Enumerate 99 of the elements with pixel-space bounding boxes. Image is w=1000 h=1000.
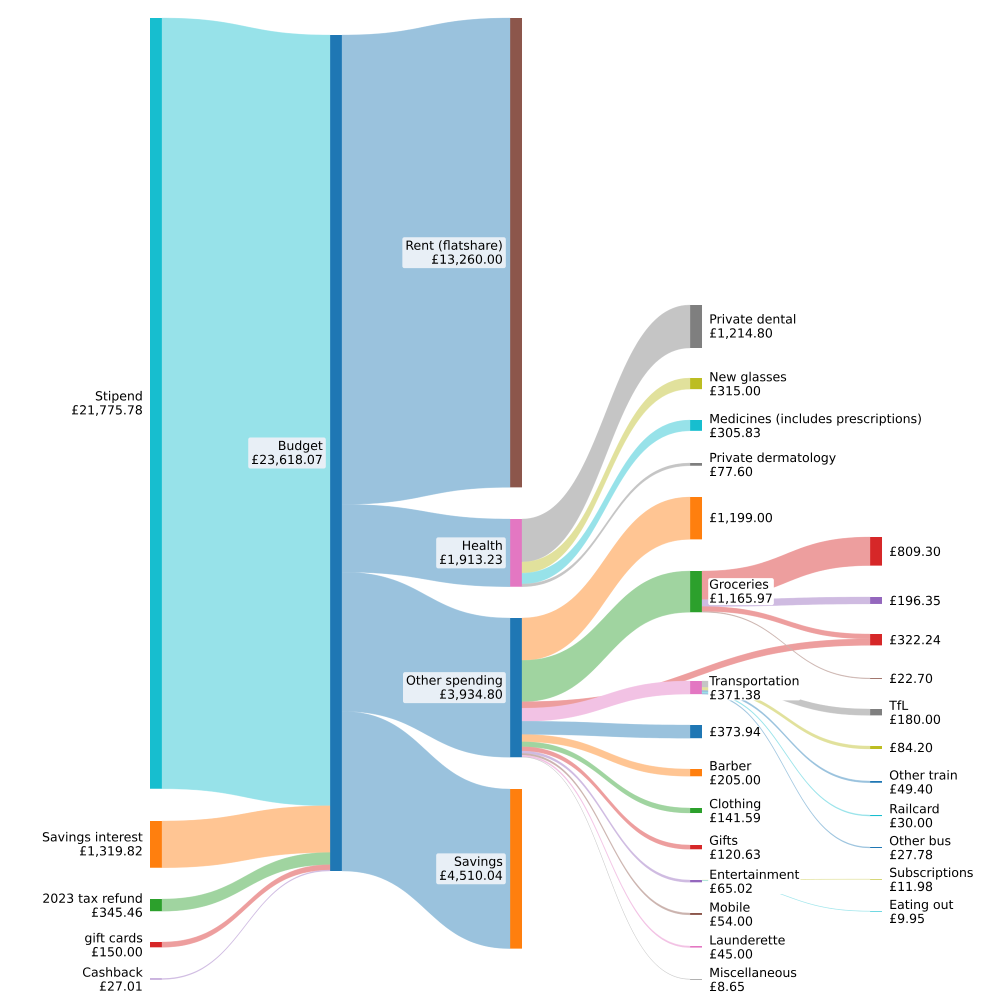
flow-band [522,420,690,584]
flow-band [522,734,690,776]
flow-band [522,753,690,916]
flow-bar [870,537,882,566]
flow-bar [510,18,522,488]
flow-band [522,462,690,587]
flow-bar [690,420,702,431]
node-label: Rent (flatshare) £13,260.00 [402,237,506,268]
node-label: Mobile £54.00 [710,902,752,926]
node-label: Gifts £120.63 [710,835,760,859]
flow-bar [870,709,882,716]
flow-band [522,750,690,882]
flow-band [162,870,330,980]
flow-band [702,690,870,783]
flow-band [162,806,330,868]
node-label: Groceries £1,165.97 [708,578,774,606]
node-label: £322.24 [890,634,940,644]
node-label: Health [462,540,502,550]
node-label: Budget £23,618.07 [248,438,326,468]
node-label: Savings [454,856,502,868]
flow-bar [690,845,702,850]
flow-bar [690,808,702,814]
flow-band [702,692,870,816]
node-label: Groceries [710,579,768,589]
flow-band [702,611,870,679]
node-label: TfL £180.00 [889,700,940,724]
node-label: £809.30 [890,546,940,556]
flow-band [522,304,690,562]
node-label: £371.38 [710,690,760,700]
flow-band [522,378,690,574]
node-label: Other train £49.40 [890,770,957,794]
flow-bar [870,597,882,604]
node-label: Clothing £141.59 [710,798,760,822]
flow-bar [690,769,702,776]
flow-bar [150,18,162,789]
flow-band [162,864,330,948]
node-label: Eating out £9.95 [890,899,954,924]
flow-bar [690,378,702,390]
node-label: £4,510.04 [440,870,502,882]
node-label: £1,165.97 [710,593,772,604]
flow-bar [870,634,882,646]
flow-bar [150,899,162,912]
node-label: Stipend £21,775.78 [72,390,142,416]
node-label: Transportation £371.38 [708,674,800,700]
flow-band [162,852,330,912]
flow-bar [690,681,702,694]
flow-band [522,496,690,661]
node-label: Savings interest £1,319.82 [42,832,142,857]
flow-band [702,606,870,640]
node-label: 2023 tax refund £345.46 [43,893,142,917]
flow-band [522,721,690,738]
node-label: Savings £4,510.04 [436,853,506,884]
node-label: gift cards £150.00 [85,932,142,956]
flow-band [342,711,510,949]
flow-bar [690,463,702,466]
flow-band [522,742,690,814]
node-label: Launderette £45.00 [710,934,785,959]
flow-bar [330,35,342,871]
node-label: £84.20 [890,742,932,752]
node-label: £1,913.23 [440,554,502,566]
node-label: Railcard £30.00 [890,804,938,828]
node-label: £3,934.80 [440,689,502,700]
node-label: Medicines (includes prescriptions) £305.83 [710,414,921,438]
node-label: Other spending [406,675,502,688]
node-label: Entertainment £65.02 [708,868,800,894]
flow-band [522,680,690,722]
flow-bar [510,519,522,587]
flow-bar [870,746,882,749]
flow-bar [150,821,162,868]
flow-bar [690,725,702,738]
flow-bar [690,571,702,612]
flow-band [342,18,510,505]
node-label: Barber £205.00 [710,760,760,784]
node-label: Entertainment [710,869,800,879]
node-label: Subscriptions £11.98 [890,867,973,892]
flow-bar [690,497,702,540]
flow-band [522,746,690,850]
node-label: £196.35 [890,596,940,606]
node-label: £373.94 [710,726,760,736]
flow-bar [510,618,522,758]
flow-bar [510,789,522,949]
node-label: £65.02 [710,884,752,893]
node-label: £1,199.00 [710,512,772,524]
node-label: Transportation [709,676,798,688]
flow-bar [690,880,702,882]
node-label: Miscellaneous £8.65 [710,967,796,992]
flow-bar [150,942,162,948]
flow-band [702,693,870,848]
node-label: £22.70 [890,674,932,684]
node-label: New glasses £315.00 [710,372,786,396]
flow-band [522,570,690,702]
node-label: Other spending £3,934.80 [403,672,506,704]
node-label: Private dental £1,214.80 [710,314,796,339]
flow-bar [690,305,702,348]
node-label: Health £1,913.23 [436,537,506,568]
node-label: Cashback £27.01 [82,967,143,991]
node-label: Other bus £27.78 [890,836,950,860]
node-label: Private dermatology £77.60 [710,452,836,476]
flow-band [162,18,330,806]
